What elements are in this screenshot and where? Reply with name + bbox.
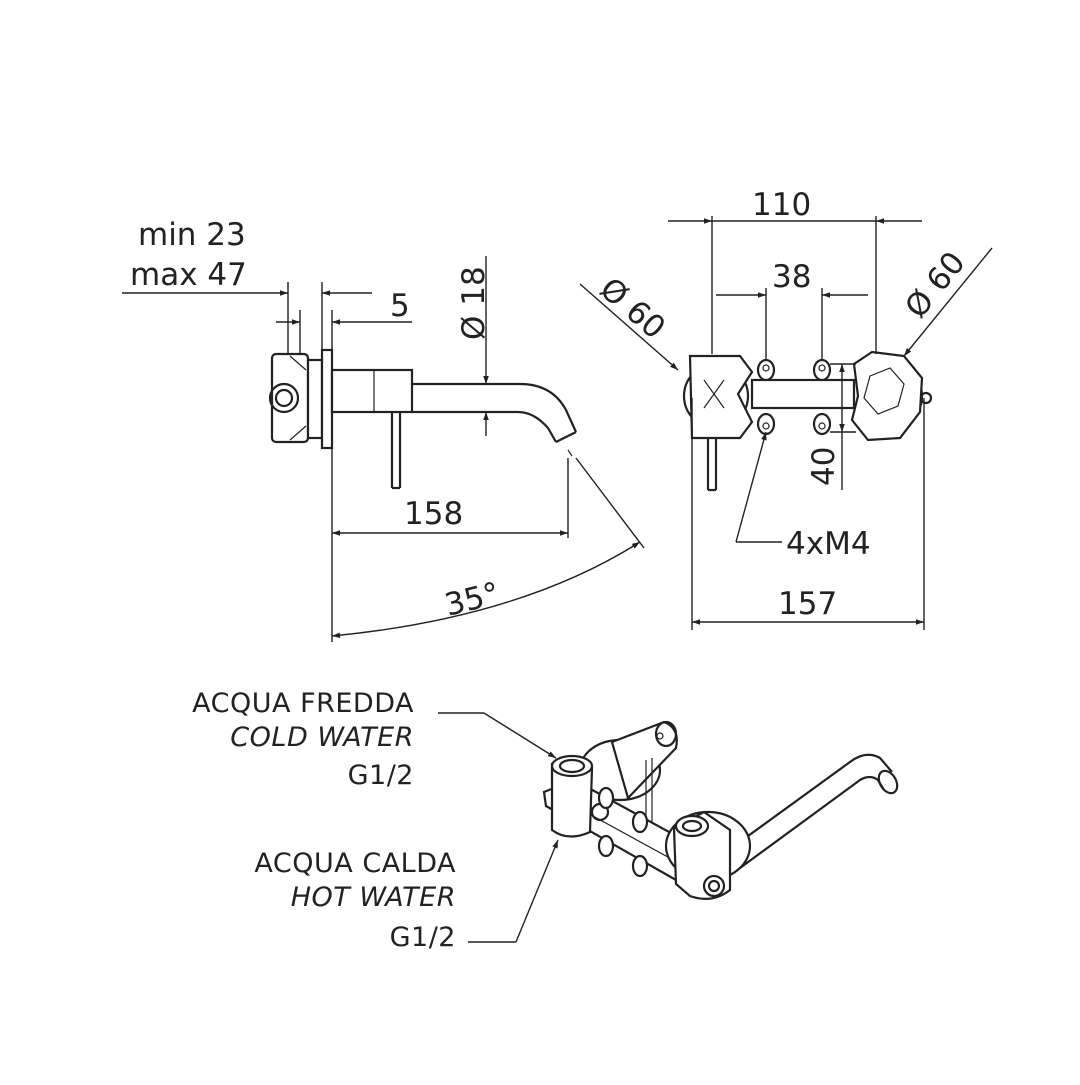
hot-water-leader: ACQUA CALDA HOT WATER G1/2 bbox=[254, 839, 559, 953]
spout bbox=[412, 382, 578, 457]
fixing-spacing-dimension: 38 bbox=[716, 259, 868, 360]
plate-thickness-dimension: 5 bbox=[276, 288, 412, 354]
iso-hot-inlet bbox=[664, 810, 752, 901]
left-rosette bbox=[682, 354, 754, 492]
hot-water-it-label: ACQUA CALDA bbox=[254, 848, 456, 879]
left-rosette-diameter-dimension: Ø 60 bbox=[579, 271, 679, 371]
front-view: 110 38 Ø 60 Ø 60 40 bbox=[579, 187, 993, 630]
iso-spout bbox=[725, 753, 899, 869]
valve-body bbox=[268, 348, 414, 450]
connecting-bar bbox=[750, 358, 856, 436]
overall-width-label: 157 bbox=[778, 586, 837, 622]
cold-water-it-label: ACQUA FREDDA bbox=[192, 688, 414, 719]
spout-diameter-label: Ø 18 bbox=[456, 266, 492, 340]
lever bbox=[390, 412, 402, 490]
left-rosette-diameter-label: Ø 60 bbox=[593, 271, 672, 347]
fixing-spacing-label: 38 bbox=[772, 259, 811, 295]
right-rosette bbox=[850, 350, 933, 442]
iso-cold-inlet bbox=[550, 754, 610, 838]
swing-angle-dimension: 35° bbox=[331, 457, 645, 639]
overall-inner-width-label: 110 bbox=[752, 187, 811, 223]
iso-rear-body bbox=[578, 720, 678, 846]
cold-water-en-label: COLD WATER bbox=[230, 722, 414, 753]
spout-length-dimension: 158 bbox=[331, 448, 569, 642]
depth-dimension: min 23 max 47 bbox=[122, 217, 372, 354]
spout-length-label: 158 bbox=[404, 496, 463, 532]
fixing-height-dimension: 40 bbox=[806, 363, 856, 490]
spout-diameter-dimension: Ø 18 bbox=[456, 256, 492, 436]
cold-water-thread-label: G1/2 bbox=[348, 760, 414, 791]
overall-width-dimension: 157 bbox=[691, 398, 925, 630]
isometric-view: ACQUA FREDDA COLD WATER G1/2 ACQUA CALDA… bbox=[192, 688, 899, 953]
side-view: min 23 max 47 5 Ø 18 158 35° bbox=[122, 217, 645, 642]
hot-water-thread-label: G1/2 bbox=[390, 922, 456, 953]
overall-inner-width-dimension: 110 bbox=[668, 187, 922, 354]
right-rosette-diameter-dimension: Ø 60 bbox=[898, 245, 993, 357]
iso-fixing-tabs bbox=[597, 786, 649, 878]
hot-water-en-label: HOT WATER bbox=[291, 882, 456, 913]
plate-thickness-label: 5 bbox=[390, 288, 410, 324]
depth-min-label: min 23 bbox=[138, 217, 246, 253]
cold-water-leader: ACQUA FREDDA COLD WATER G1/2 bbox=[192, 688, 557, 791]
depth-max-label: max 47 bbox=[130, 257, 247, 293]
fixing-screws-label: 4xM4 bbox=[786, 526, 871, 562]
swing-angle-label: 35° bbox=[441, 576, 503, 624]
fixing-height-label: 40 bbox=[806, 447, 842, 486]
fixing-screws-leader: 4xM4 bbox=[735, 431, 871, 562]
